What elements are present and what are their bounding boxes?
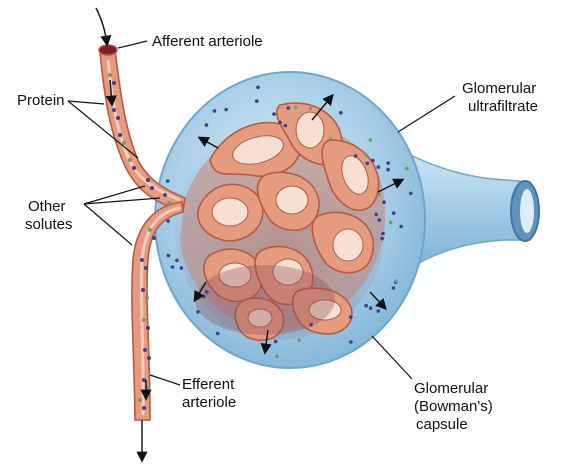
- vessel-dot: [167, 201, 171, 205]
- filtrate-dot: [205, 290, 209, 294]
- vessel-dot: [138, 398, 142, 402]
- filtrate-dot: [349, 315, 353, 319]
- filtrate-dot: [274, 340, 278, 344]
- filtrate-dot: [309, 323, 313, 327]
- filtrate-dot: [297, 339, 301, 343]
- filtrate-dot: [180, 266, 184, 270]
- filtrate-dot: [278, 121, 282, 125]
- vessel-dot: [147, 356, 151, 360]
- filtrate-dot: [371, 159, 375, 163]
- vessel-dot: [116, 116, 120, 120]
- vessel-dot: [132, 166, 136, 170]
- tubule-lumen: [520, 189, 534, 233]
- vessel-dot: [152, 236, 156, 240]
- filtrate-dot: [399, 225, 403, 229]
- filtrate-dot: [409, 192, 413, 196]
- filtrate-dot: [392, 211, 396, 215]
- label-other-solutes-line1: Other: [28, 198, 66, 215]
- vessel-dot: [145, 296, 149, 300]
- vessel-dot: [142, 318, 146, 322]
- vessel-dot: [143, 348, 147, 352]
- filtrate-dot: [255, 99, 259, 103]
- filtrate-dot: [329, 137, 333, 141]
- label-bowmans-capsule-line3: capsule: [416, 416, 468, 433]
- afferent-opening: [99, 45, 117, 55]
- vessel-dot: [144, 266, 148, 270]
- label-glomerular-ultrafiltrate-line1: Glomerular: [462, 80, 536, 97]
- filtrate-dot: [175, 259, 179, 263]
- filtrate-dot: [287, 106, 291, 110]
- label-bowmans-capsule-line1: Glomerular: [414, 380, 488, 397]
- filtrate-dot: [216, 332, 220, 336]
- filtrate-dot: [205, 123, 209, 127]
- label-protein: Protein: [17, 92, 65, 109]
- filtrate-dot: [275, 354, 279, 358]
- filtrate-dot: [364, 304, 368, 308]
- filtrate-dot: [349, 340, 353, 344]
- vessel-dot: [140, 258, 144, 262]
- vessel-dot: [112, 108, 116, 112]
- filtrate-dot: [389, 221, 393, 225]
- filtrate-dot: [171, 265, 175, 269]
- filtrate-dot: [166, 179, 170, 183]
- vessel-dot: [141, 288, 145, 292]
- filtrate-dot: [377, 165, 381, 169]
- filtrate-dot: [392, 286, 396, 290]
- filtrate-dot: [366, 162, 370, 166]
- filtrate-dot: [369, 138, 373, 142]
- vessel-dot: [163, 193, 167, 197]
- vessel-dot: [108, 73, 112, 77]
- filtrate-dot: [284, 124, 288, 128]
- filtrate-dot: [386, 168, 390, 172]
- filtrate-dot: [377, 193, 381, 197]
- label-glomerular-ultrafiltrate-line2: ultrafiltrate: [468, 98, 538, 115]
- filtrate-dot: [381, 232, 385, 236]
- filtrate-dot: [272, 112, 276, 116]
- filtrate-dot: [202, 295, 206, 299]
- filtrate-dot: [364, 153, 368, 157]
- filtrate-dot: [224, 108, 228, 112]
- filtrate-dot: [256, 86, 260, 90]
- vessel-dot: [146, 178, 150, 182]
- filtrate-dot: [378, 218, 382, 222]
- label-other-solutes-line2: solutes: [25, 216, 73, 233]
- filtrate-dot: [395, 279, 399, 283]
- vessel-dot: [112, 81, 116, 85]
- filtrate-dot: [167, 254, 171, 258]
- label-bowmans-capsule-line2: (Bowman's): [414, 398, 493, 415]
- label-efferent-arteriole-line1: Efferent: [182, 376, 234, 393]
- vessel-dot: [122, 141, 126, 145]
- filtrate-dot: [380, 237, 384, 241]
- filtrate-dot: [354, 154, 358, 158]
- filtrate-dot: [339, 111, 343, 115]
- filtrate-dot: [386, 161, 390, 165]
- vessel-dot: [142, 406, 146, 410]
- filtrate-dot: [375, 213, 379, 217]
- filtrate-dot: [294, 105, 298, 109]
- filtrate-dot: [369, 306, 373, 310]
- filtrate-dot: [196, 310, 200, 314]
- label-afferent-arteriole: Afferent arteriole: [152, 33, 263, 50]
- label-efferent-arteriole-line2: arteriole: [182, 394, 236, 411]
- vessel-dot: [148, 228, 152, 232]
- vessel-dot: [146, 326, 150, 330]
- filtrate-dot: [382, 200, 386, 204]
- vessel-dot: [150, 186, 154, 190]
- filtrate-dot: [405, 167, 409, 171]
- filtrate-dot: [377, 309, 381, 313]
- filtrate-dot: [309, 107, 313, 111]
- vessel-dot: [118, 133, 122, 137]
- filtrate-dot: [213, 109, 217, 113]
- vessel-dot: [128, 158, 132, 162]
